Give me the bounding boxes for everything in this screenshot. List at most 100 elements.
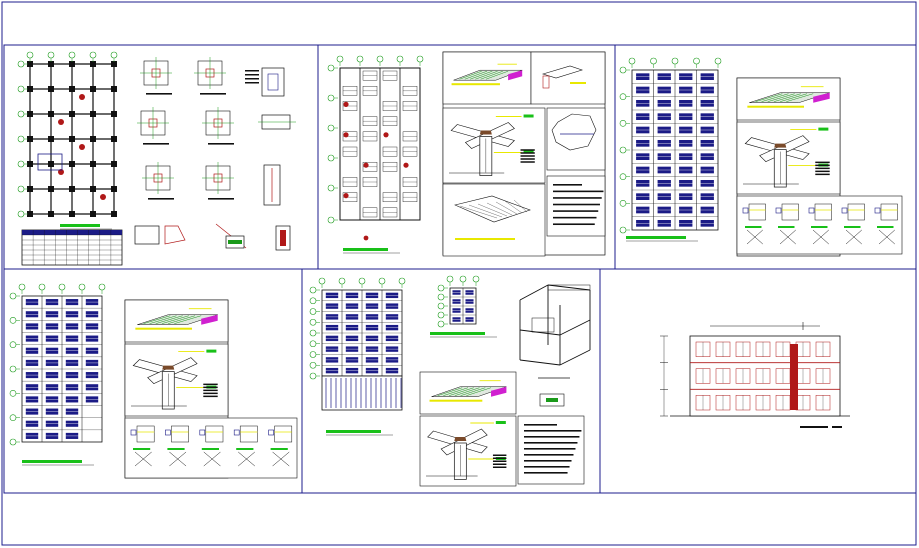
stair-core bbox=[790, 344, 798, 410]
note-text-line bbox=[815, 167, 830, 170]
grid-axis-bubble bbox=[58, 283, 66, 291]
grid-axis-bubble bbox=[309, 340, 317, 348]
anchor-leg bbox=[845, 229, 862, 245]
note-text-line bbox=[524, 466, 570, 468]
grid-axis-bubble bbox=[9, 341, 17, 348]
plan-outline bbox=[321, 375, 403, 411]
grid-axis-bubble bbox=[9, 292, 17, 300]
grid-axis-bubble bbox=[98, 283, 106, 291]
drawing-title-bar bbox=[343, 248, 388, 251]
anchor-leg bbox=[238, 451, 256, 467]
grid-axis-bubble bbox=[459, 275, 467, 283]
grid-axis-bubble bbox=[17, 210, 25, 218]
note-text-line bbox=[203, 383, 218, 386]
note-text-line bbox=[553, 216, 597, 219]
column-head bbox=[454, 437, 467, 441]
dimension-line bbox=[455, 238, 515, 240]
grid-axis-bubble bbox=[437, 302, 445, 310]
grid-axis-bubble bbox=[619, 120, 627, 127]
grid-axis-bubble bbox=[17, 110, 25, 118]
note-text-line bbox=[553, 197, 602, 199]
grid-axis-bubble bbox=[17, 160, 25, 168]
stair-section-fill bbox=[546, 398, 558, 402]
grid-axis-bubble bbox=[38, 283, 46, 291]
grid-axis-bubble bbox=[628, 57, 636, 65]
column-schedule-header bbox=[22, 230, 122, 235]
footing bbox=[48, 61, 54, 67]
section-outline bbox=[880, 203, 898, 221]
grid-axis-bubble bbox=[472, 275, 480, 283]
stair-marker bbox=[58, 169, 64, 175]
grid-axis-bubble bbox=[693, 57, 700, 65]
section-outline bbox=[136, 425, 155, 443]
column-head bbox=[774, 143, 787, 148]
grid-axis-bubble bbox=[17, 185, 25, 193]
footing bbox=[69, 86, 75, 92]
dimension-line bbox=[570, 82, 586, 84]
note-text-line bbox=[815, 173, 830, 176]
section-label bbox=[133, 448, 151, 450]
grid-axis-bubble bbox=[26, 51, 34, 59]
drawing-title-bar bbox=[22, 460, 82, 463]
slab-iso-rib bbox=[459, 205, 498, 219]
section-hook bbox=[808, 207, 815, 214]
grid-axis-bubble bbox=[356, 55, 364, 63]
anchor-leg bbox=[878, 229, 895, 245]
slab-iso-rib bbox=[504, 200, 523, 214]
footing bbox=[69, 186, 75, 192]
footing bbox=[111, 136, 117, 142]
stair-section-block bbox=[539, 393, 565, 407]
beam-y bbox=[440, 428, 488, 456]
note-text-line bbox=[524, 436, 580, 438]
note-text-line bbox=[524, 442, 578, 444]
anchor-leg bbox=[812, 229, 829, 245]
stair-marker bbox=[383, 132, 389, 138]
drawing-title-bar bbox=[430, 332, 485, 335]
wall-detail-red bbox=[164, 225, 186, 245]
dimension-line bbox=[451, 83, 500, 86]
note-text-line bbox=[815, 170, 830, 173]
iso-stair bbox=[531, 317, 555, 333]
note-text-line bbox=[524, 448, 576, 450]
elevation-title bbox=[800, 426, 828, 428]
column-head bbox=[479, 130, 492, 135]
grid-axis-bubble bbox=[47, 51, 55, 59]
grid-axis-bubble bbox=[309, 361, 317, 369]
footing bbox=[111, 186, 117, 192]
column-head bbox=[162, 365, 175, 370]
grid-axis-bubble bbox=[327, 216, 335, 224]
section-outline bbox=[748, 203, 766, 221]
rebar-line bbox=[773, 93, 801, 102]
note-text-line bbox=[492, 454, 507, 456]
section-outline bbox=[814, 203, 832, 221]
rebar-line bbox=[761, 93, 789, 102]
grid-axis-bubble bbox=[327, 184, 335, 192]
rebar-line bbox=[454, 387, 480, 396]
footing-fill bbox=[228, 240, 242, 244]
section-hook bbox=[268, 429, 274, 436]
note-text-line bbox=[203, 395, 218, 398]
footing bbox=[48, 136, 54, 142]
section-outline bbox=[205, 425, 224, 443]
slab-iso-rib bbox=[477, 203, 508, 217]
grid-axis-bubble bbox=[437, 293, 445, 301]
beam-y bbox=[147, 357, 198, 384]
rebar-line bbox=[755, 93, 783, 102]
footing bbox=[48, 161, 54, 167]
grid-axis-bubble bbox=[437, 311, 445, 319]
stair-marker bbox=[363, 162, 369, 168]
footing bbox=[69, 136, 75, 142]
footing bbox=[111, 61, 117, 67]
wall-section-fill bbox=[280, 230, 286, 246]
footing-caption bbox=[200, 93, 226, 95]
footing-caption bbox=[208, 198, 234, 200]
detail-frame bbox=[124, 343, 229, 417]
note-text-line bbox=[524, 454, 574, 456]
stair-opening bbox=[37, 153, 63, 171]
section-label bbox=[811, 226, 828, 228]
slab-edge-fill bbox=[201, 314, 218, 325]
stair-marker bbox=[79, 144, 85, 150]
section-hook bbox=[775, 207, 782, 214]
slab-iso-rib bbox=[486, 202, 513, 216]
footing bbox=[90, 61, 96, 67]
